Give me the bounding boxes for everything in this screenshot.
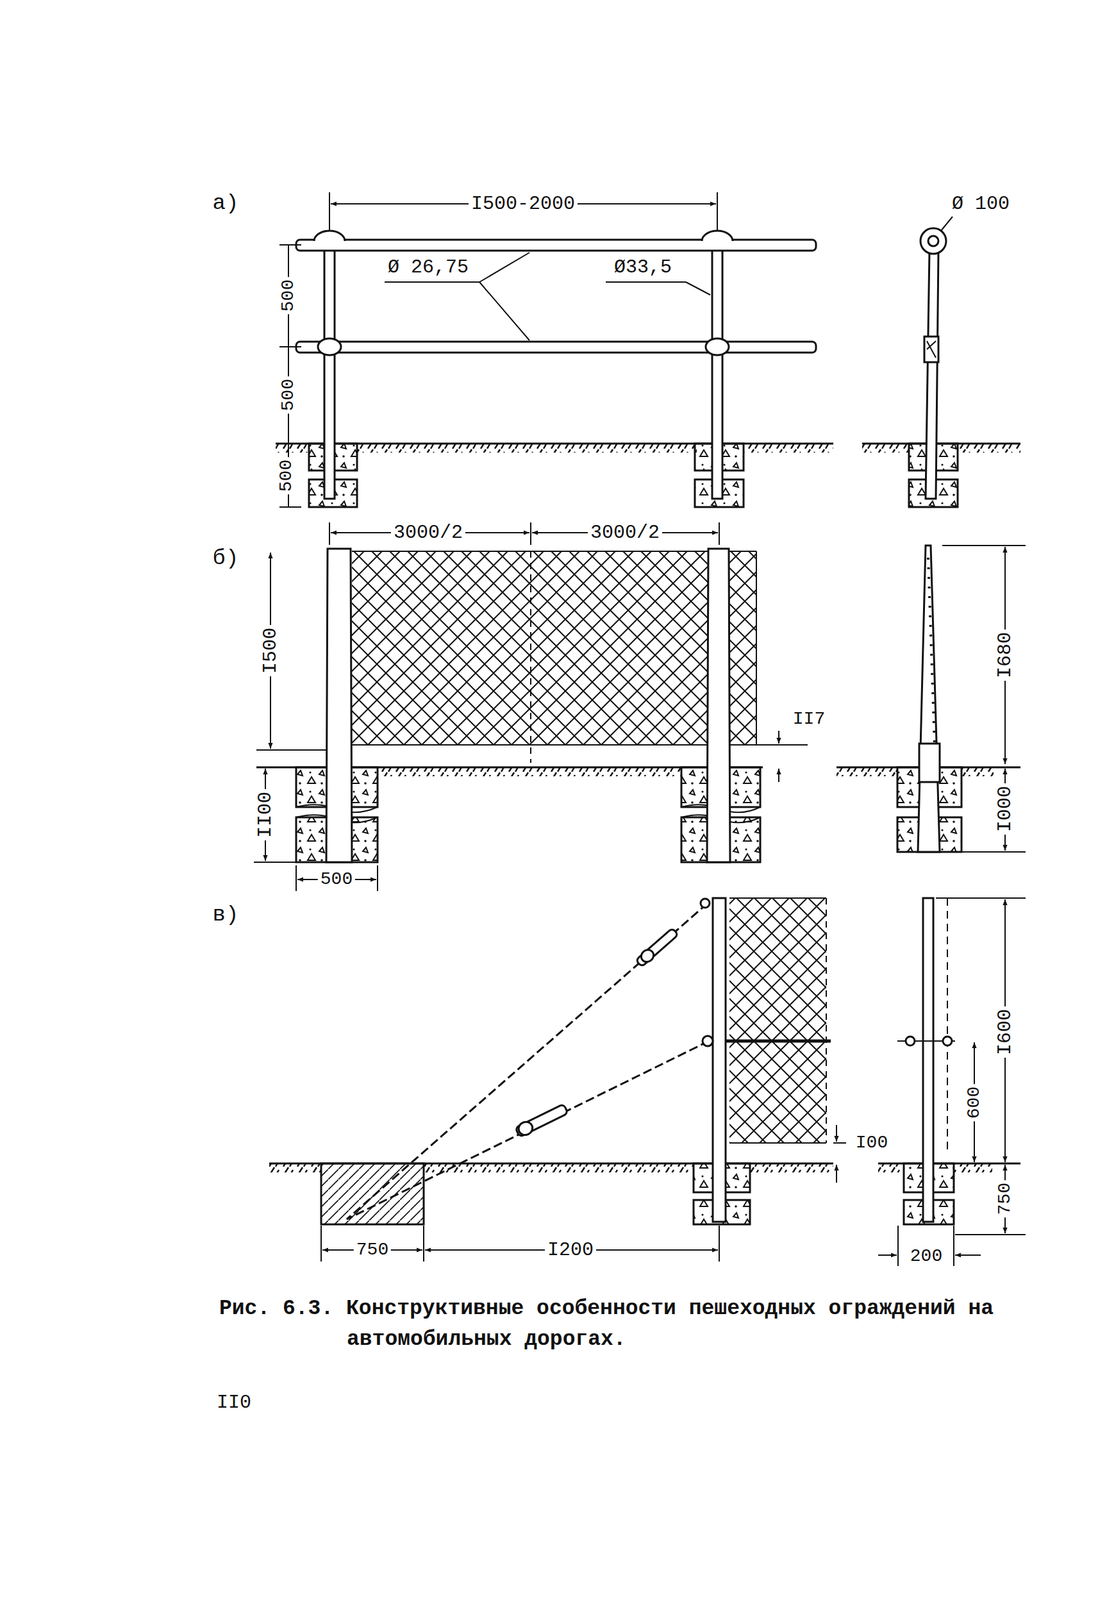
dimension-label: I00 xyxy=(853,1133,891,1154)
dimension-label: II00 xyxy=(255,789,277,841)
dimension-label: 500 xyxy=(276,457,297,495)
dimension-label: II7 xyxy=(790,709,828,730)
dimension-label: 200 xyxy=(907,1246,945,1267)
dimension-label: Ø 100 xyxy=(949,193,1013,215)
dimension-label: I600 xyxy=(994,1006,1016,1058)
dimension-label: Ø33,5 xyxy=(611,257,675,279)
panel-letter: в) xyxy=(210,903,242,927)
dimension-label: 600 xyxy=(964,1083,985,1122)
dimension-label: 500 xyxy=(278,376,299,414)
dimension-label: 3000/2 xyxy=(587,522,663,544)
page-number: II0 xyxy=(214,1392,254,1414)
panel-b xyxy=(253,522,1026,891)
dimension-label: 750 xyxy=(995,1180,1016,1218)
panel-letter: б) xyxy=(210,546,242,571)
dimension-label: 500 xyxy=(278,276,299,315)
dimension-label: I680 xyxy=(994,629,1016,681)
panel-a xyxy=(275,192,1021,508)
dimension-label: I500 xyxy=(260,624,282,677)
dimension-label: Ø 26,75 xyxy=(385,257,472,279)
figure-caption: Рис. 6.3. Конструктивные особенности пеш… xyxy=(219,1293,1027,1356)
dimension-label: 500 xyxy=(317,869,356,890)
panel-c xyxy=(269,898,1026,1266)
dimension-label: 3000/2 xyxy=(391,522,466,544)
dimension-label: I500-2000 xyxy=(468,193,578,215)
panel-letter: а) xyxy=(210,191,242,216)
dimension-label: I000 xyxy=(994,783,1016,835)
dimension-label: I200 xyxy=(544,1239,597,1261)
dimension-label: 750 xyxy=(353,1240,392,1261)
